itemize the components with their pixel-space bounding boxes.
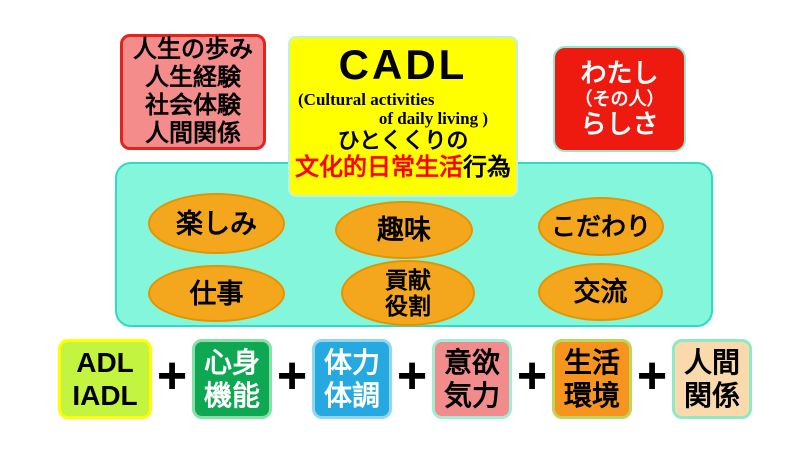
plus-sign: + [396,347,428,405]
term-line: 体力 [323,347,380,378]
term-living-environment: 生活 環境 [552,339,632,419]
cadl-highlight-text: 文化的日常生活 [295,154,463,181]
term-human-relations: 人間 関係 [672,339,752,419]
term-mind-body-function: 心身 機能 [192,339,272,419]
term-line: 体調 [323,380,380,411]
term-line: 生活 [563,347,620,378]
activity-label: 仕事 [189,278,244,309]
activity-exchange-ellipse: 交流 [538,263,663,321]
identity-line2: （その人） [574,89,665,109]
cadl-title-box: CADL (Cultural activities of daily livin… [288,36,518,197]
life-experience-line: 人間関係 [145,120,241,147]
equation-row: ADL IADL + 心身 機能 + 体力 体調 + 意欲 気力 + 生活 環境… [58,338,752,420]
term-line: ADL [76,347,134,378]
cadl-phrase: ひとくくりの [337,128,469,153]
activity-label: こだわり [550,212,651,241]
activity-hobby-ellipse: 趣味 [335,201,473,259]
term-line: 意欲 [443,347,500,378]
cadl-suffix-text: 行為 [463,154,511,181]
identity-box: わたし （その人） らしさ [553,46,686,152]
plus-sign: + [636,347,668,405]
cadl-subtitle-line2: of daily living ) [378,109,488,128]
term-line: 人間 [683,347,740,378]
term-adl-iadl: ADL IADL [58,339,152,419]
activity-label: 趣味 [377,215,431,245]
activity-label: 役割 [385,293,431,319]
identity-line3: らしさ [580,109,659,139]
cadl-subtitle-line1: (Cultural activities [298,90,435,109]
term-physical-condition: 体力 体調 [312,339,392,419]
term-line: IADL [72,380,138,411]
identity-line1: わたし [580,58,659,88]
cadl-definition-line: 文化的日常生活行為 [290,154,516,181]
term-line: 環境 [563,380,620,411]
activity-contribution-role-ellipse: 貢献 役割 [341,260,475,326]
plus-sign: + [156,347,188,405]
plus-sign: + [516,347,548,405]
life-experience-box: 人生の歩み 人生経験 社会体験 人間関係 [120,34,266,150]
term-line: 気力 [443,380,500,411]
life-experience-line: 人生経験 [145,64,241,91]
life-experience-line: 社会体験 [145,92,241,119]
activity-preference-ellipse: こだわり [538,197,664,256]
activity-label: 交流 [573,277,628,307]
activity-work-ellipse: 仕事 [148,265,285,322]
activity-label: 貢献 [385,267,431,293]
activity-enjoyment-ellipse: 楽しみ [148,193,285,254]
term-motivation-energy: 意欲 気力 [432,339,512,419]
term-line: 関係 [683,380,740,411]
term-line: 機能 [203,380,260,411]
term-line: 心身 [203,347,260,378]
activity-label: 楽しみ [176,208,257,239]
plus-sign: + [276,347,308,405]
cadl-title: CADL [338,41,468,88]
life-experience-line: 人生の歩み [133,36,253,63]
